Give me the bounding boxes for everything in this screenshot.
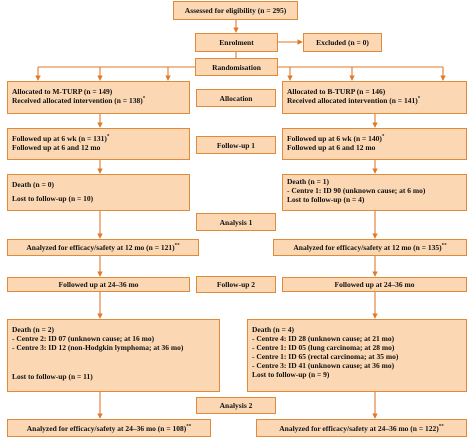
right-death2-detail-1: - Centre 4: ID 28 (unknown cause; at 21 … — [252, 334, 395, 343]
analysis1-text: Analysis 1 — [219, 217, 253, 227]
left-alloc-line2: Received allocated intervention (n = 138… — [12, 96, 143, 105]
enrolment-text: Enrolment — [219, 38, 254, 47]
randomisation-box: Randomisation — [195, 58, 278, 76]
right-fu2-text: Followed up at 24–36 mo — [334, 280, 415, 289]
followup1-stage-box: Follow-up 1 — [196, 136, 276, 154]
right-death2-box: Death (n = 4) - Centre 4: ID 28 (unknown… — [247, 319, 467, 392]
right-death2-detail-4: - Centre 3: ID 41 (unknown cause; at 36 … — [252, 361, 395, 370]
left-death2-death: Death (n = 2) — [12, 325, 54, 334]
left-fu1-mark: * — [106, 134, 110, 140]
analysis1-stage-box: Analysis 1 — [196, 213, 276, 231]
right-death1-detail: - Centre 1: ID 90 (unknown cause; at 6 m… — [287, 186, 426, 195]
right-analysis2-box: Analyzed for efficacy/safety at 24–36 mo… — [256, 419, 467, 437]
right-death2-detail-3: - Centre 1: ID 65 (rectal carcinoma; at … — [252, 352, 399, 361]
right-death1-box: Death (n = 1) - Centre 1: ID 90 (unknown… — [282, 174, 467, 211]
right-followup1-box: Followed up at 6 wk (n = 140)* Followed … — [282, 128, 467, 160]
left-alloc-mark: * — [142, 96, 146, 102]
right-fu1-line1: Followed up at 6 wk (n = 140) — [287, 134, 382, 143]
left-death2-lost: Lost to follow-up (n = 11) — [12, 372, 93, 381]
right-analysis1-box: Analyzed for efficacy/safety at 12 mo (n… — [273, 239, 467, 256]
right-alloc-line2: Received allocated intervention (n = 141… — [287, 96, 418, 105]
left-fu1-line2: Followed up at 6 and 12 mo — [12, 143, 101, 152]
left-fu1-line1: Followed up at 6 wk (n = 131) — [12, 134, 107, 143]
left-allocation-box: Allocated to M-TURP (n = 149) Received a… — [7, 81, 190, 114]
assessed-box: Assessed for eligibility (n = 295) — [173, 1, 298, 20]
left-followup2-box: Followed up at 24–36 mo — [7, 277, 190, 292]
left-death1-lost: Lost to follow-up (n = 10) — [12, 194, 94, 203]
right-death2-detail-2: - Centre 1: ID 05 (lung carcinoma; at 28… — [252, 343, 395, 352]
left-death2-box: Death (n = 2) - Centre 2: ID 07 (unknown… — [7, 319, 220, 392]
followup1-text: Follow-up 1 — [216, 140, 256, 150]
followup2-text: Follow-up 2 — [216, 280, 256, 289]
left-analysis2-box: Analyzed for efficacy/safety at 24–36 mo… — [7, 419, 211, 437]
left-followup1-box: Followed up at 6 wk (n = 131)* Followed … — [7, 128, 190, 160]
right-allocation-box: Allocated to B-TURP (n = 146) Received a… — [282, 81, 467, 114]
excluded-box: Excluded (n = 0) — [303, 33, 382, 52]
right-death1-death: Death (n = 1) — [287, 177, 329, 186]
excluded-text: Excluded (n = 0) — [316, 38, 369, 47]
right-fu1-line2: Followed up at 6 and 12 mo — [287, 143, 376, 152]
right-an2-text: Analyzed for efficacy/safety at 24–36 mo… — [279, 423, 439, 433]
allocation-text: Allocation — [219, 93, 253, 103]
right-alloc-line1: Allocated to B-TURP (n = 146) — [287, 87, 386, 96]
right-an2-mark: ** — [438, 424, 444, 429]
right-death2-lost: Lost to follow-up (n = 9) — [252, 370, 330, 379]
right-alloc-mark: * — [417, 96, 421, 102]
left-death1-death: Death (n = 0) — [12, 180, 54, 189]
left-fu2-text: Followed up at 24–36 mo — [58, 280, 139, 289]
left-an2-mark: ** — [186, 424, 192, 429]
left-an1-mark: ** — [174, 243, 180, 249]
followup2-stage-box: Follow-up 2 — [196, 276, 276, 293]
right-death1-lost: Lost to follow-up (n = 4) — [287, 195, 365, 204]
right-an1-text: Analyzed for efficacy/safety at 12 mo (n… — [293, 243, 442, 252]
assessed-text: Assessed for eligibility (n = 295) — [184, 6, 287, 15]
right-fu1-mark: * — [381, 134, 385, 140]
analysis2-text: Analysis 2 — [219, 401, 253, 410]
left-death2-detail-1: - Centre 2: ID 07 (unknown cause; at 16 … — [12, 334, 155, 343]
left-an2-text: Analyzed for efficacy/safety at 24–36 mo… — [26, 423, 187, 433]
allocation-stage-box: Allocation — [196, 89, 276, 107]
right-followup2-box: Followed up at 24–36 mo — [282, 277, 467, 292]
enrolment-box: Enrolment — [195, 33, 278, 52]
right-death2-death: Death (n = 4) — [252, 325, 294, 334]
left-death2-detail-2: - Centre 3: ID 12 (non-Hodgkin lymphoma;… — [12, 343, 184, 352]
left-death1-box: Death (n = 0) Lost to follow-up (n = 10) — [7, 174, 190, 211]
left-analysis1-box: Analyzed for efficacy/safety at 12 mo (n… — [7, 239, 199, 256]
right-an1-mark: ** — [441, 243, 447, 249]
randomisation-text: Randomisation — [212, 62, 261, 72]
left-an1-text: Analyzed for efficacy/safety at 12 mo (n… — [26, 243, 175, 252]
analysis2-stage-box: Analysis 2 — [196, 397, 276, 414]
left-alloc-line1: Allocated to M-TURP (n = 149) — [12, 87, 113, 96]
